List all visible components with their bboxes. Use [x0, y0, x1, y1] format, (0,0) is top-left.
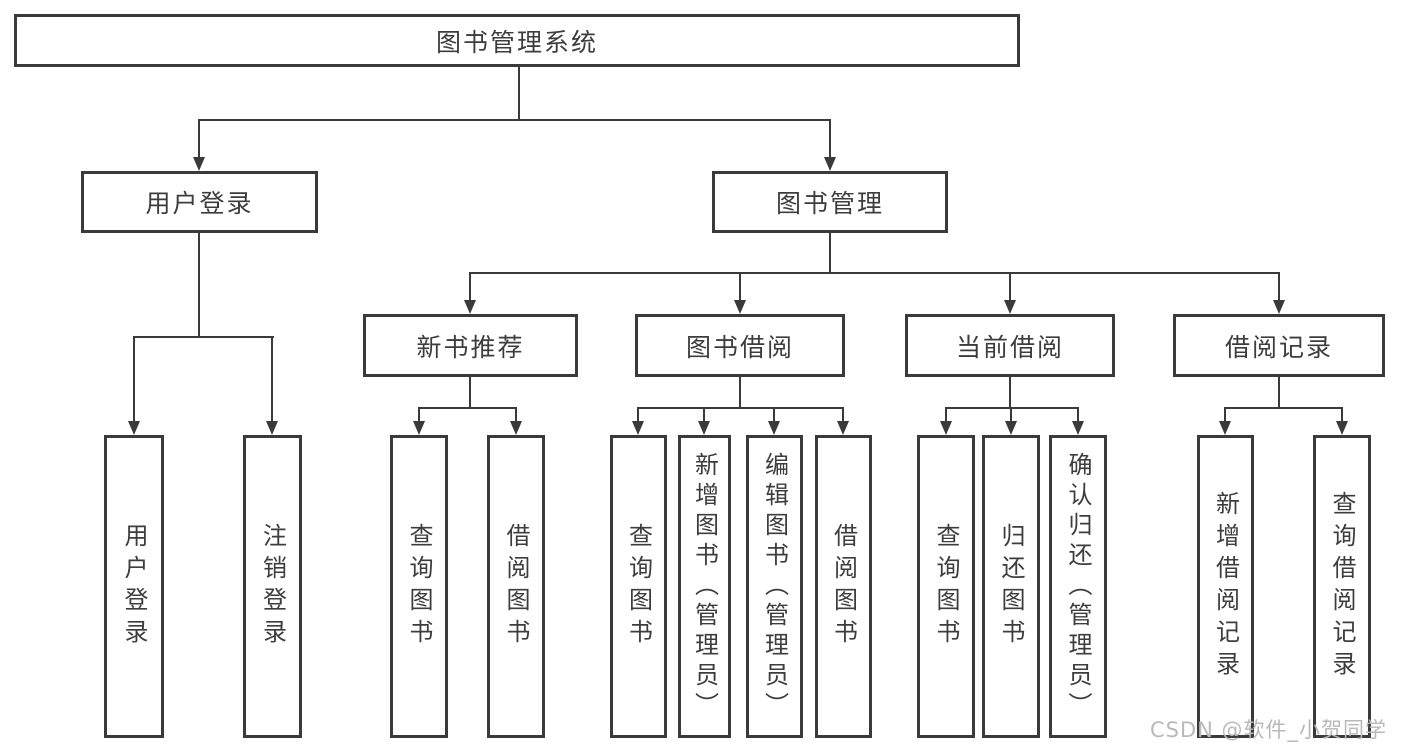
arrow-down-icon: [128, 421, 140, 435]
arrow-down-icon: [510, 421, 522, 435]
leaf-query-borrow-record: 查询借阅记录: [1313, 435, 1371, 738]
connector-bookborrow-bus: [637, 407, 844, 409]
leaf-query-books-current: 查询图书: [917, 435, 975, 738]
arrow-down-icon: [1336, 421, 1348, 435]
connector-drop: [133, 338, 135, 421]
connector-drop: [945, 409, 947, 421]
connector-root-stem: [518, 67, 520, 119]
leaf-logout: 注销登录: [243, 435, 302, 738]
connector-userlogin-bus: [133, 336, 274, 338]
connector-currentborrow-stem: [1009, 377, 1011, 407]
node-book-borrow: 图书借阅: [635, 314, 845, 377]
leaf-edit-books-admin-label: 编辑图书（管理员）: [760, 451, 789, 722]
connector-drop: [1224, 409, 1226, 421]
connector-root-bus: [198, 119, 831, 121]
node-root-label: 图书管理系统: [435, 27, 598, 57]
arrow-down-icon: [768, 421, 780, 435]
node-new-book-rec: 新书推荐: [363, 314, 578, 377]
arrow-down-icon: [632, 421, 644, 435]
connector-currentborrow-bus: [945, 407, 1079, 409]
connector-drop: [703, 409, 705, 421]
connector-bookborrow-stem: [739, 377, 741, 407]
node-current-borrow: 当前借阅: [905, 314, 1115, 377]
leaf-add-books-admin: 新增图书（管理员）: [678, 435, 731, 738]
leaf-user-login-label: 用户登录: [120, 522, 148, 651]
arrow-down-icon: [1072, 421, 1084, 435]
connector-drop: [1010, 409, 1012, 421]
connector-drop: [198, 121, 200, 157]
arrow-down-icon: [193, 157, 205, 171]
arrow-down-icon: [698, 421, 710, 435]
node-user-login: 用户登录: [81, 171, 318, 233]
connector-drop: [637, 409, 639, 421]
node-borrow-record: 借阅记录: [1173, 314, 1385, 377]
leaf-query-books-rec-label: 查询图书: [405, 522, 433, 651]
arrow-down-icon: [940, 421, 952, 435]
leaf-borrow-books-rec-label: 借阅图书: [502, 522, 530, 651]
node-borrow-record-label: 借阅记录: [1224, 332, 1333, 362]
leaf-borrow-books-borrow-label: 借阅图书: [829, 522, 858, 651]
connector-newbookrec-bus: [418, 407, 517, 409]
leaf-logout-label: 注销登录: [258, 522, 287, 651]
arrow-down-icon: [464, 300, 476, 314]
leaf-add-borrow-record: 新增借阅记录: [1197, 435, 1254, 738]
node-book-mgmt-label: 图书管理: [775, 189, 884, 218]
node-user-login-label: 用户登录: [145, 189, 254, 218]
connector-drop: [773, 409, 775, 421]
connector-drop: [829, 121, 831, 157]
connector-borrowrecord-bus: [1224, 407, 1343, 409]
leaf-query-books-borrow: 查询图书: [610, 435, 667, 738]
connector-drop: [842, 409, 844, 421]
connector-bookmgmt-stem: [829, 233, 831, 272]
arrow-down-icon: [413, 421, 425, 435]
leaf-query-books-borrow-label: 查询图书: [624, 522, 653, 651]
connector-drop: [1341, 409, 1343, 421]
connector-drop: [1278, 274, 1280, 300]
arrow-down-icon: [1273, 300, 1285, 314]
leaf-confirm-return-admin-label: 确认归还（管理员）: [1064, 451, 1092, 722]
connector-drop: [418, 409, 420, 421]
csdn-watermark: CSDN @软件_小贺同学: [1150, 718, 1388, 742]
node-root: 图书管理系统: [14, 14, 1020, 67]
connector-borrowrecord-stem: [1278, 377, 1280, 407]
arrow-down-icon: [266, 421, 278, 435]
leaf-user-login: 用户登录: [104, 435, 164, 738]
node-book-borrow-label: 图书借阅: [685, 332, 794, 362]
arrow-down-icon: [1004, 300, 1016, 314]
node-book-mgmt: 图书管理: [712, 171, 948, 233]
arrow-down-icon: [824, 157, 836, 171]
node-new-book-rec-label: 新书推荐: [416, 332, 525, 362]
connector-drop: [739, 274, 741, 300]
leaf-query-borrow-record-label: 查询借阅记录: [1328, 490, 1356, 683]
arrow-down-icon: [734, 300, 746, 314]
node-current-borrow-label: 当前借阅: [955, 332, 1064, 362]
leaf-borrow-books-rec: 借阅图书: [487, 435, 545, 738]
leaf-return-books: 归还图书: [982, 435, 1040, 738]
arrow-down-icon: [837, 421, 849, 435]
leaf-add-books-admin-label: 新增图书（管理员）: [690, 451, 719, 722]
leaf-add-borrow-record-label: 新增借阅记录: [1211, 490, 1240, 683]
arrow-down-icon: [1005, 421, 1017, 435]
leaf-edit-books-admin: 编辑图书（管理员）: [746, 435, 803, 738]
connector-drop: [1009, 274, 1011, 300]
connector-drop: [1077, 409, 1079, 421]
leaf-return-books-label: 归还图书: [997, 522, 1025, 651]
connector-drop: [271, 338, 273, 421]
leaf-confirm-return-admin: 确认归还（管理员）: [1049, 435, 1107, 738]
arrow-down-icon: [1219, 421, 1231, 435]
connector-drop: [469, 274, 471, 300]
leaf-borrow-books-borrow: 借阅图书: [815, 435, 872, 738]
connector-userlogin-stem: [198, 233, 200, 336]
connector-newbookrec-stem: [469, 377, 471, 407]
connector-drop: [515, 409, 517, 421]
connector-bookmgmt-bus: [469, 272, 1280, 274]
leaf-query-books-rec: 查询图书: [390, 435, 448, 738]
leaf-query-books-current-label: 查询图书: [932, 522, 960, 651]
